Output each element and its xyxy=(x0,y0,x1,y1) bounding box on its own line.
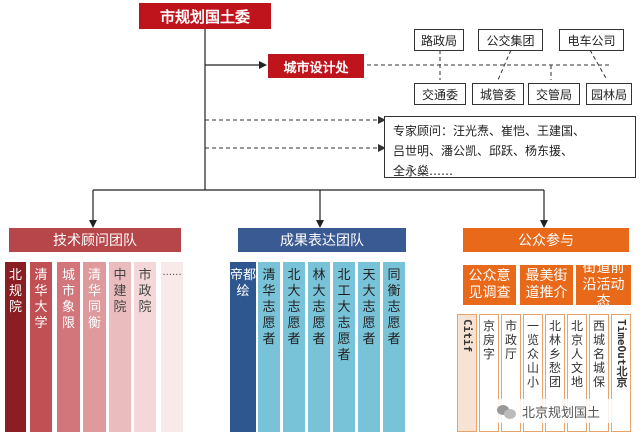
public-box: 最美街道推介 xyxy=(520,265,573,305)
expert-line: 专家顾问：汪光焘、崔恺、王建国、 xyxy=(393,124,586,138)
org-box-bus-group: 公交集团 xyxy=(478,29,543,51)
tech-column: 市政院 xyxy=(134,262,156,432)
design-office-title: 城市设计处 xyxy=(268,54,364,78)
tech-team-columns: 北规院 清华大学 城市象限 清华同衡 中建院 市政院 ······ xyxy=(5,262,183,432)
top-org-title: 市规划国土委 xyxy=(139,3,271,29)
public-box: 公众意见调查 xyxy=(463,265,516,305)
org-box-transport-commission: 交通委 xyxy=(414,83,466,105)
result-column: 天大志愿者 xyxy=(358,262,380,432)
result-column: 帝都绘 xyxy=(230,262,256,432)
public-column: Citif xyxy=(457,314,477,432)
org-box-tram-company: 电车公司 xyxy=(559,29,624,51)
result-column: 北工大志愿者 xyxy=(333,262,355,432)
expert-advisors-box: 专家顾问：汪光焘、崔恺、王建国、 吕世明、潘公凯、邱跃、杨东援、 全永燊…… xyxy=(384,116,636,178)
tech-column: 城市象限 xyxy=(57,262,80,432)
org-box-parks-bureau: 园林局 xyxy=(586,83,632,105)
tech-column: ······ xyxy=(161,262,183,432)
org-box-traffic-management: 交管局 xyxy=(528,83,580,105)
tech-column: 清华大学 xyxy=(30,262,52,432)
tech-column: 清华同衡 xyxy=(83,262,106,432)
tech-team-header: 技术顾问团队 xyxy=(9,228,181,252)
result-column: 林大志愿者 xyxy=(308,262,330,432)
result-team-header: 成果表达团队 xyxy=(238,228,406,252)
tech-column: 北规院 xyxy=(5,262,26,432)
result-column: 北大志愿者 xyxy=(283,262,305,432)
wechat-icon xyxy=(496,403,518,419)
public-column: 京房字 xyxy=(479,314,499,432)
expert-line: 全永燊…… xyxy=(393,164,454,178)
result-team-columns: 帝都绘 清华志愿者 北大志愿者 林大志愿者 北工大志愿者 天大志愿者 同衡志愿者 xyxy=(230,262,408,432)
result-column: 同衡志愿者 xyxy=(383,262,405,432)
public-team-header: 公众参与 xyxy=(463,228,629,252)
org-box-city-management: 城管委 xyxy=(472,83,524,105)
tech-column: 中建院 xyxy=(109,262,131,432)
result-column: 清华志愿者 xyxy=(258,262,280,432)
org-box-luzheng: 路政局 xyxy=(414,29,464,51)
public-box: 街道前沿活动态 xyxy=(576,260,631,310)
watermark-text: 北京规划国土 xyxy=(522,405,601,421)
watermark: 北京规划国土 xyxy=(496,399,626,423)
expert-line: 吕世明、潘公凯、邱跃、杨东援、 xyxy=(393,144,574,158)
